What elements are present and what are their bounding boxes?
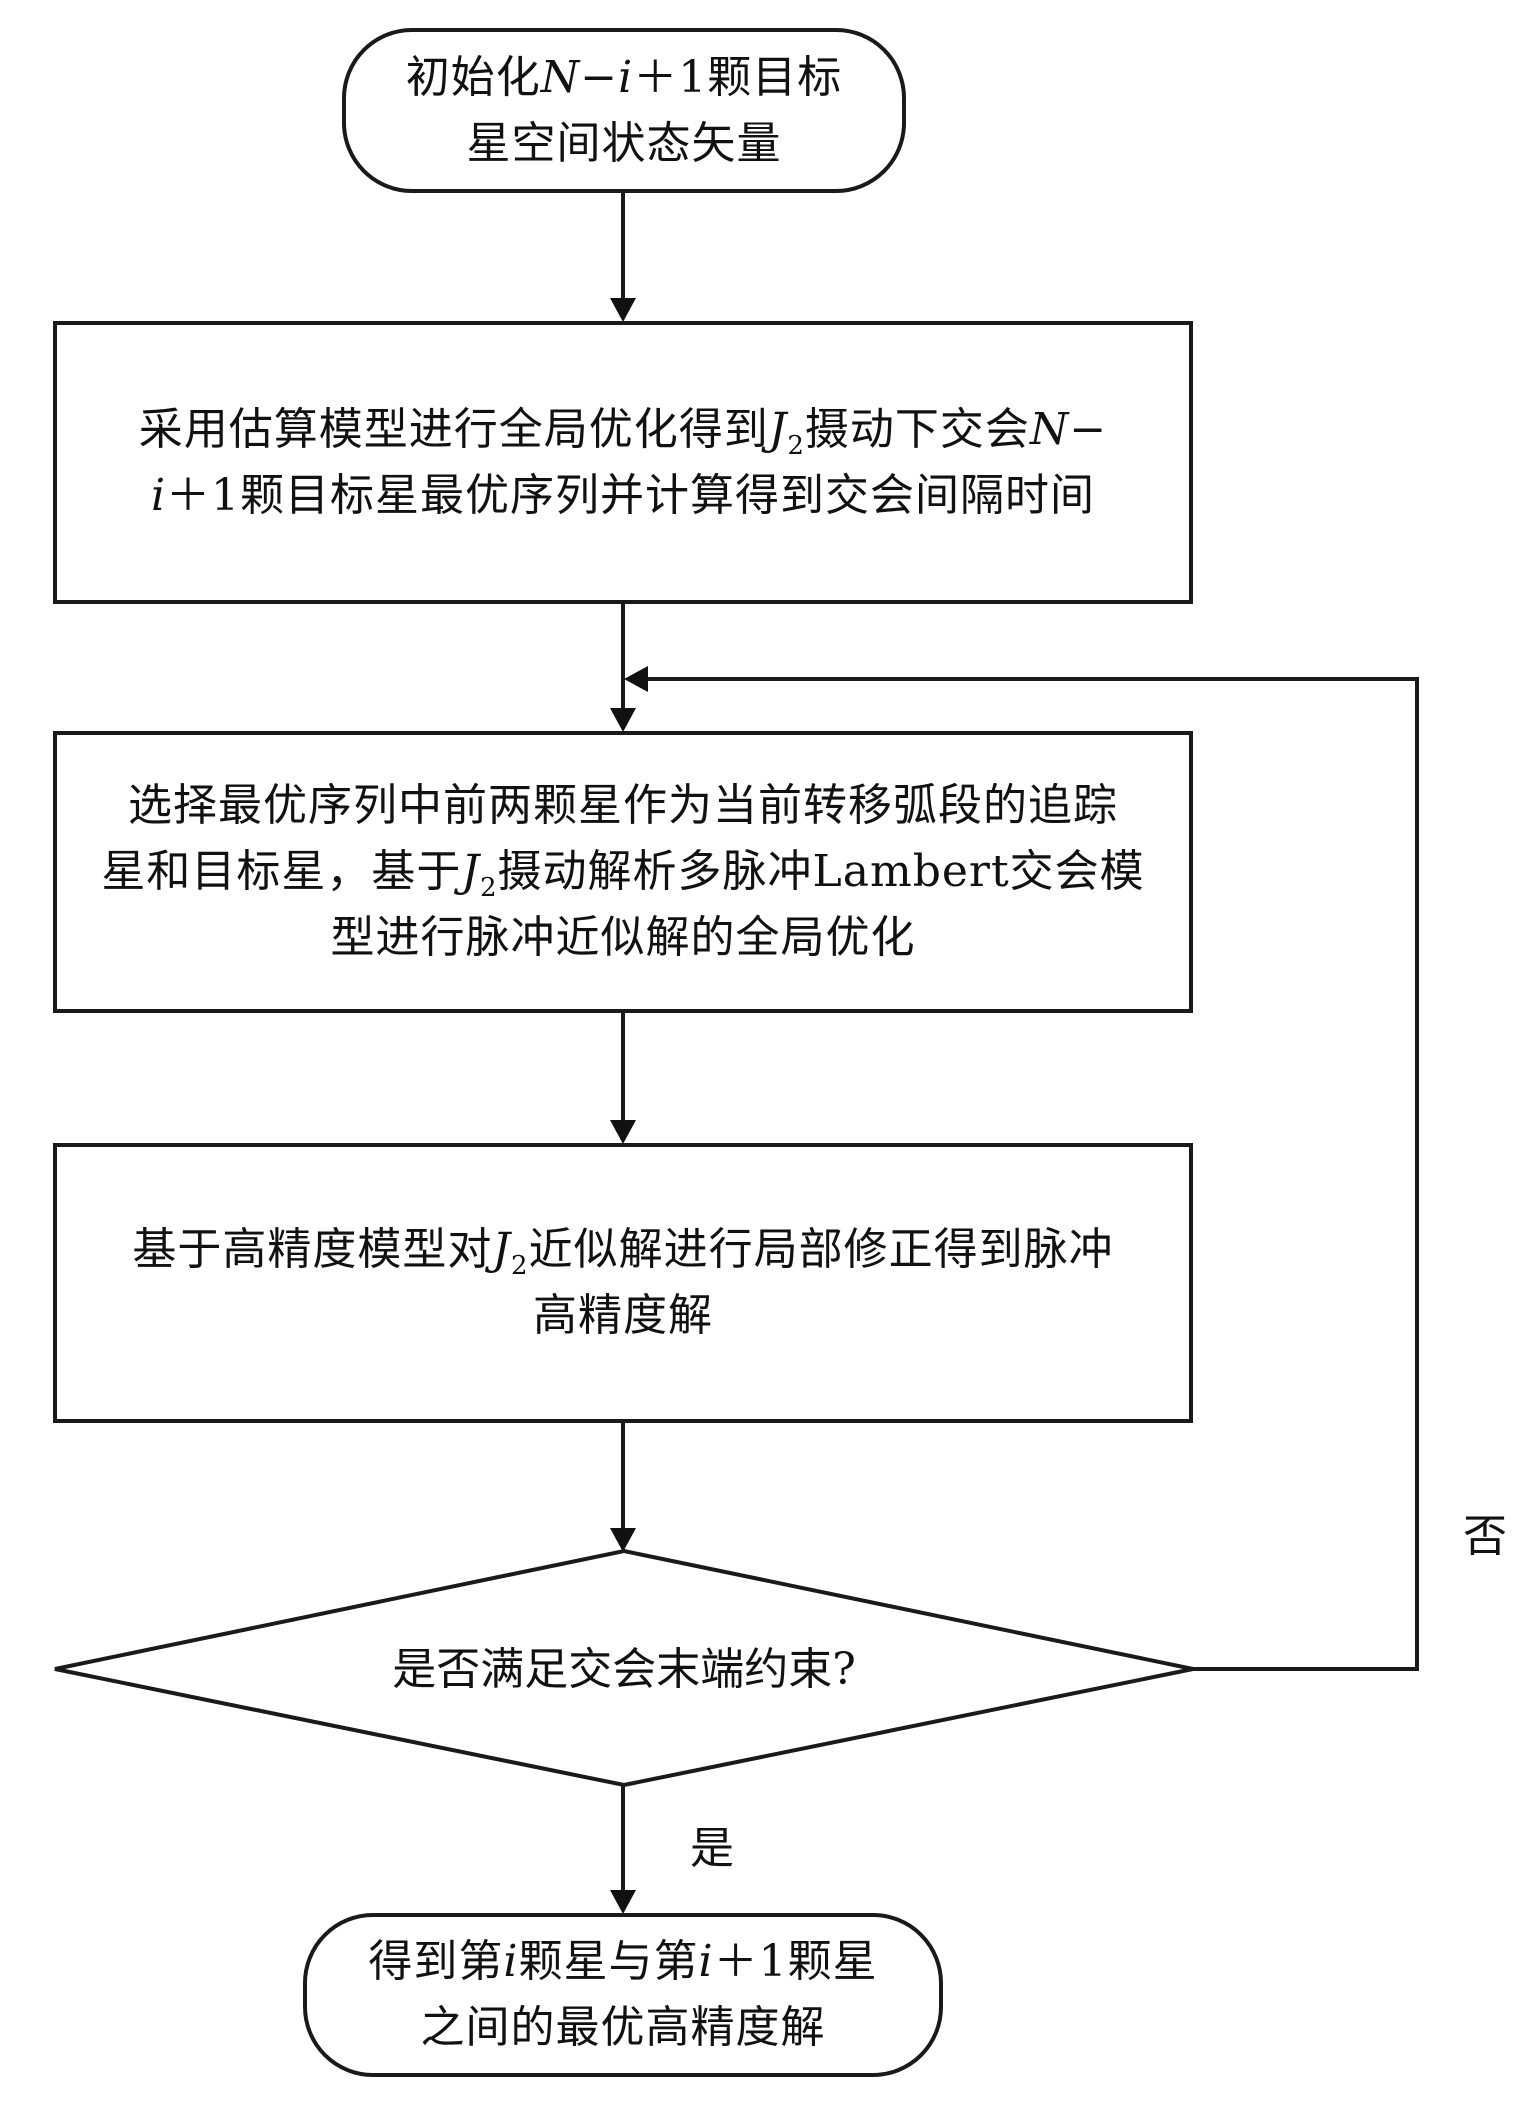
math-subscript: 2 [787,430,805,461]
math-var-J: J [461,846,480,897]
text-segment: ＋1颗目标 [633,51,843,103]
arrowhead-icon [610,298,636,322]
text-segment: 星和目标星，基于 [101,846,462,897]
arrowhead-icon [610,1528,636,1552]
local-correction-box: 基于高精度模型对J2近似解进行局部修正得到脉冲 高精度解 [53,1143,1193,1423]
text-segment: 选择最优序列中前两颗星作为当前转移弧段的追踪 [128,780,1118,831]
math-var-i: i [698,1936,714,1987]
yes-label: 是 [690,1823,734,1874]
text-segment: − [1069,403,1108,455]
select-pair-text: 选择最优序列中前两颗星作为当前转移弧段的追踪 星和目标星，基于J2摄动解析多脉冲… [101,773,1144,971]
math-var-J: J [768,403,788,455]
arrowhead-icon [610,708,636,732]
text-segment: 星空间状态矢量 [466,117,782,169]
text-segment: 得到第 [368,1936,504,1987]
arrowhead-icon [610,1890,636,1914]
text-segment: 采用估算模型进行全局优化得到 [138,403,769,455]
text-segment: 初始化 [405,51,541,103]
arrowhead-icon [624,666,648,692]
math-var-N: N [540,51,581,103]
text-segment: ＋1颗目标星最优序列并计算得到交会间隔时间 [166,469,1096,521]
math-var-i: i [150,469,167,521]
math-var-J: J [492,1224,512,1275]
end-terminal-text: 得到第i颗星与第i＋1颗星 之间的最优高精度解 [368,1929,877,2061]
text-segment: 之间的最优高精度解 [420,2002,826,2053]
arrowhead-icon [610,1120,636,1144]
edge-decision-to-select-pair-no [646,677,1419,1671]
local-correction-text: 基于高精度模型对J2近似解进行局部修正得到脉冲 高精度解 [132,1217,1113,1349]
math-var-i: i [618,51,634,103]
text-segment: − [580,51,619,103]
end-terminal: 得到第i颗星与第i＋1颗星 之间的最优高精度解 [303,1913,943,2077]
no-label: 否 [1463,1511,1507,1562]
start-terminal-text: 初始化N−i＋1颗目标 星空间状态矢量 [406,45,842,177]
math-var-i: i [503,1936,519,1987]
global-optimization-text: 采用估算模型进行全局优化得到J2摄动下交会N− i＋1颗目标星最优序列并计算得到… [139,397,1108,529]
math-var-N: N [1029,403,1070,455]
start-terminal: 初始化N−i＋1颗目标 星空间状态矢量 [342,28,906,193]
decision-text: 是否满足交会末端约束? [392,1644,856,1695]
text-segment: 摄动解析多脉冲Lambert交会模 [497,846,1145,897]
math-subscript: 2 [511,1251,529,1281]
text-segment: ＋1颗星 [713,1936,878,1987]
select-pair-box: 选择最优序列中前两颗星作为当前转移弧段的追踪 星和目标星，基于J2摄动解析多脉冲… [53,731,1193,1013]
math-subscript: 2 [480,873,498,903]
text-segment: 颗星与第 [518,1936,699,1987]
global-optimization-box: 采用估算模型进行全局优化得到J2摄动下交会N− i＋1颗目标星最优序列并计算得到… [53,321,1193,604]
text-segment: 高精度解 [533,1290,713,1341]
text-segment: 基于高精度模型对 [132,1224,493,1275]
text-segment: 摄动下交会 [804,403,1030,455]
text-segment: 型进行脉冲近似解的全局优化 [330,912,916,963]
text-segment: 近似解进行局部修正得到脉冲 [528,1224,1114,1275]
